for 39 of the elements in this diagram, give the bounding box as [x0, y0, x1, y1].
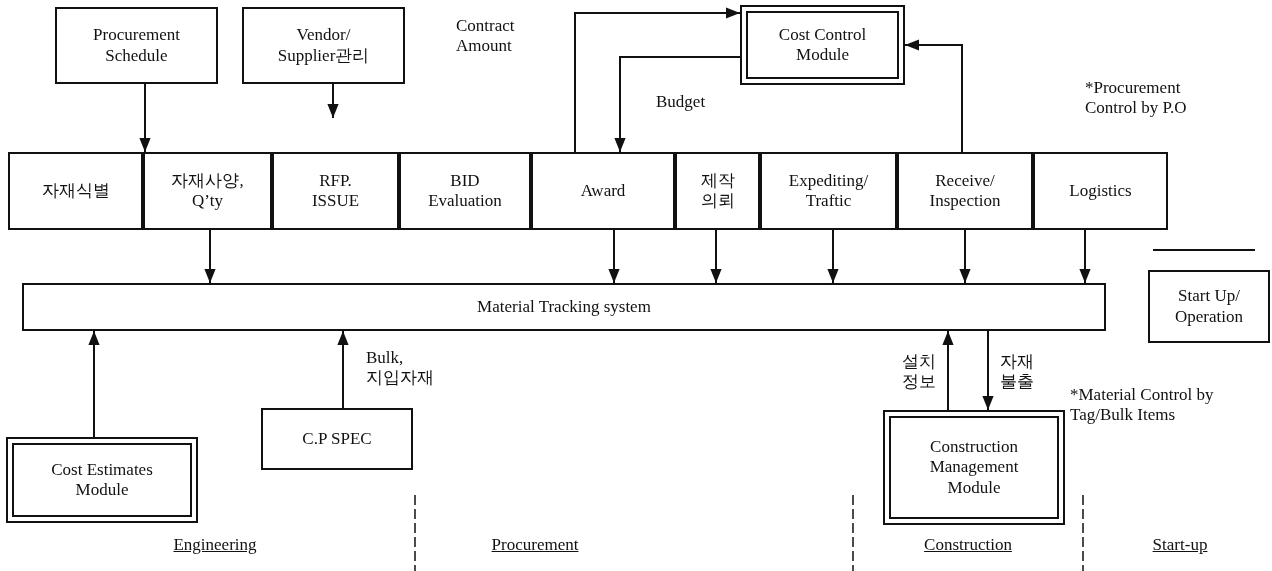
module-box: Construction Management Module [883, 410, 1065, 525]
module-box: Cost Estimates Module [6, 437, 198, 523]
process-box: BID Evaluation [399, 152, 531, 230]
arrow [139, 83, 151, 153]
process-box: 자재식별 [8, 152, 143, 230]
arrow [204, 229, 216, 284]
arrow [959, 229, 971, 284]
process-box: Logistics [1033, 152, 1168, 230]
process-box: C.P SPEC [261, 408, 413, 470]
process-box: Receive/ Inspection [897, 152, 1033, 230]
arrow [710, 229, 722, 284]
process-box: Expediting/ Traftic [760, 152, 897, 230]
arrow [337, 330, 349, 409]
process-box: RFP. ISSUE [272, 152, 399, 230]
module-box: Cost Control Module [740, 5, 905, 85]
process-box: 자재사양, Q’ty [143, 152, 272, 230]
note: *Material Control by Tag/Bulk Items [1070, 385, 1215, 426]
section-label: Engineering [172, 535, 258, 556]
arrow [608, 229, 620, 284]
arrow [327, 83, 339, 119]
arrow [982, 330, 994, 411]
section-label: Procurement [490, 535, 580, 556]
process-box: 제작 의뢰 [675, 152, 760, 230]
section-label: Start-up [1151, 535, 1209, 556]
arrow [1079, 229, 1091, 284]
process-box: Procurement Schedule [55, 7, 218, 84]
arrow [942, 330, 954, 411]
section-label: Construction [923, 535, 1013, 556]
system-bar: Material Tracking system [22, 283, 1106, 331]
edge-label: Budget [656, 92, 706, 113]
process-box: Start Up/ Operation [1148, 270, 1270, 343]
arrow [88, 330, 100, 438]
arrow [827, 229, 839, 284]
arrow [904, 39, 963, 153]
arrow [614, 56, 741, 153]
process-box: Award [531, 152, 675, 230]
process-box: Vendor/ Supplier관리 [242, 7, 405, 84]
arrow [574, 7, 741, 153]
note: *Procurement Control by P.O [1085, 78, 1188, 119]
